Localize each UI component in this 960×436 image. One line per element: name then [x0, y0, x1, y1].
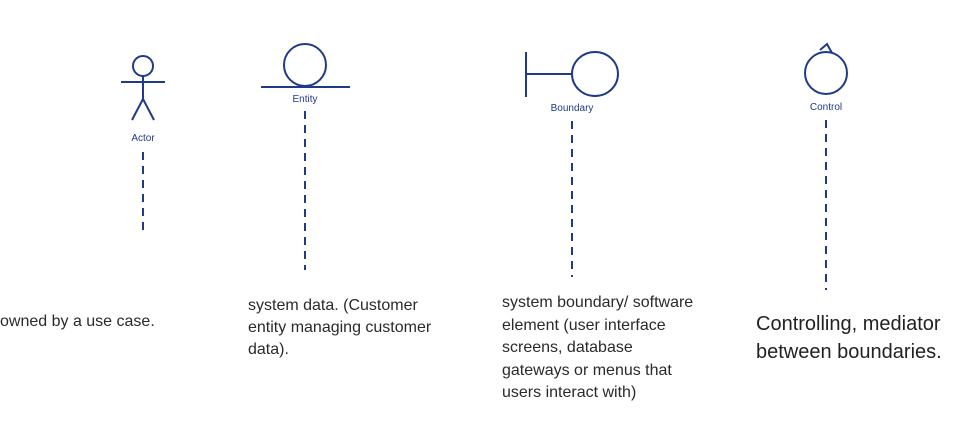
- control-description: Controlling, mediator between boundaries…: [756, 313, 942, 363]
- entity-element: Entity: [261, 43, 350, 270]
- entity-description: system data. (Customer entity managing c…: [248, 297, 432, 358]
- actor-label: Actor: [131, 133, 155, 144]
- control-icon: [804, 42, 848, 95]
- boundary-label: Boundary: [551, 103, 594, 114]
- boundary-element: Boundary: [525, 51, 619, 277]
- control-label: Control: [810, 102, 842, 113]
- actor-element: Actor: [121, 55, 165, 236]
- control-element: Control: [804, 42, 848, 290]
- boundary-icon: [525, 51, 619, 97]
- actor-icon: [121, 55, 165, 121]
- actor-description: owned by a use case.: [0, 313, 155, 330]
- boundary-description: system boundary/ software element (user …: [502, 294, 694, 401]
- entity-icon: [261, 43, 350, 88]
- entity-label: Entity: [292, 94, 317, 105]
